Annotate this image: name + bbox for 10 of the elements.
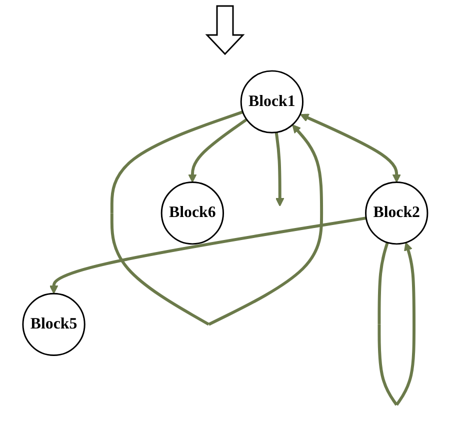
arrow <box>300 113 401 182</box>
arrow <box>188 118 248 182</box>
node-circle: Block6 <box>160 181 224 244</box>
arrow <box>378 242 416 406</box>
node-circle: Block2 <box>364 181 428 244</box>
arrow <box>274 132 284 206</box>
node-circle: Block1 <box>240 70 304 133</box>
arrow <box>110 110 323 326</box>
arrow <box>49 216 366 294</box>
node-circle: Block5 <box>22 292 86 356</box>
